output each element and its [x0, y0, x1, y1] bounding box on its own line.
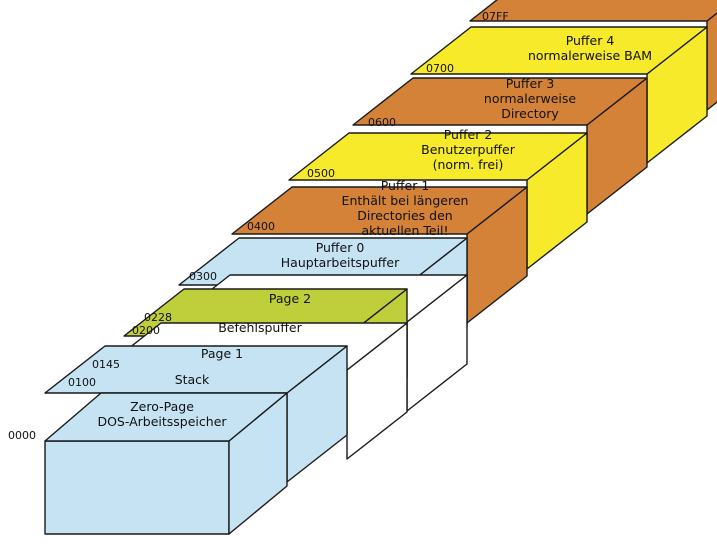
address-0200: 0200: [132, 324, 160, 337]
segment-label-stack: Stack: [175, 372, 210, 387]
memory-block-puffer-1: [288, 132, 588, 270]
top-face: [352, 77, 648, 126]
address-0100: 0100: [68, 376, 96, 389]
address-0400: 0400: [247, 220, 275, 233]
address-0500: 0500: [307, 167, 335, 180]
top-face: [288, 132, 588, 181]
top-face: [469, 0, 717, 22]
address-0000: 0000: [8, 429, 36, 442]
address-0300: 0300: [189, 270, 217, 283]
segment-label-befehlspuffer: Befehlspuffer: [218, 320, 302, 335]
address-0700: 0700: [426, 62, 454, 75]
top-face: [231, 186, 528, 235]
front-face: [44, 440, 230, 535]
segment-label-page-2: Page 2: [269, 291, 311, 306]
memory-blocks: [44, 0, 717, 535]
memory-block-puffer-0: [231, 186, 528, 324]
address-end: 07FF: [482, 10, 509, 23]
address-0145: 0145: [92, 358, 120, 371]
memory-block-puffer-3: [410, 26, 708, 164]
top-face: [410, 26, 708, 75]
address-0600: 0600: [368, 116, 396, 129]
segment-label-page-1: Page 1: [201, 346, 243, 361]
memory-block-puffer-4: [469, 0, 717, 111]
memory-block-puffer-2: [352, 77, 648, 215]
front-top-face: [44, 392, 288, 442]
address-0228: 0228: [144, 311, 172, 324]
